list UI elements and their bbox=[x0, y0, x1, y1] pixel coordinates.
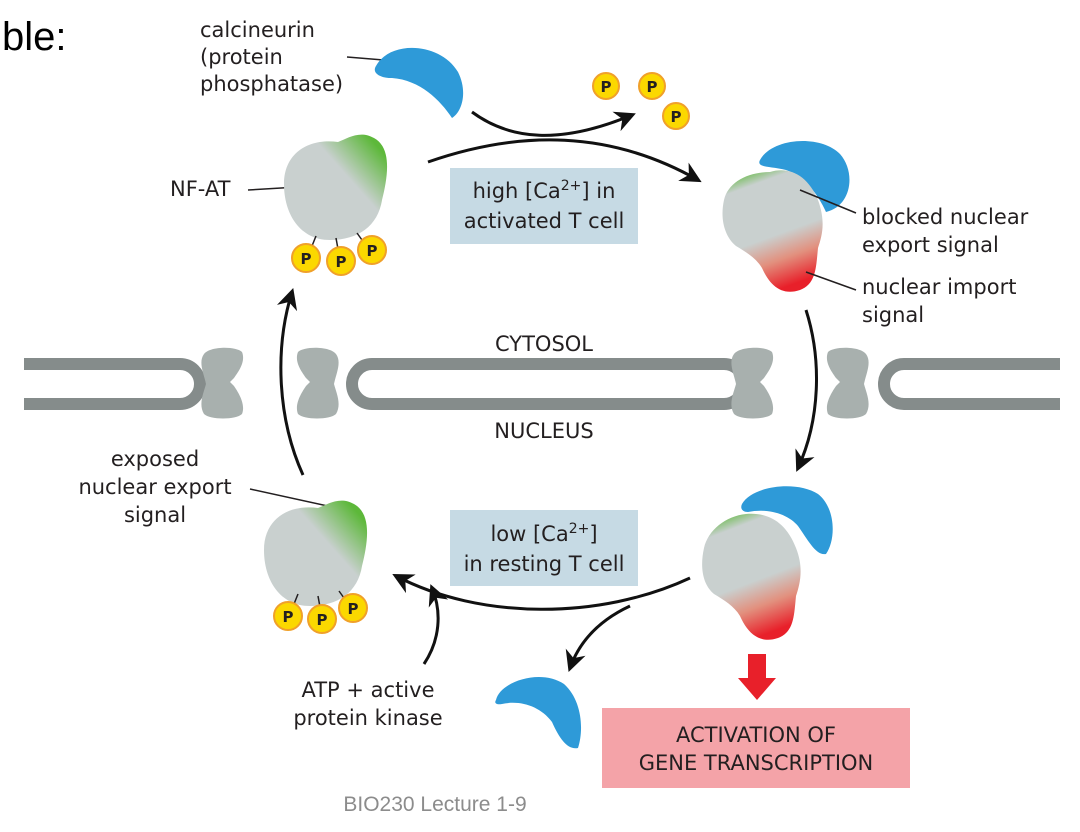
phosphate-release-arrow bbox=[471, 110, 636, 137]
svg-text:P: P bbox=[283, 608, 294, 626]
phosphate-label: P bbox=[647, 78, 658, 96]
svg-text:P: P bbox=[336, 253, 347, 271]
calcineurin-label-line3: phosphatase) bbox=[200, 72, 343, 96]
calcineurin-release-arrow bbox=[565, 604, 631, 672]
slide-footer: BIO230 Lecture 1-9 bbox=[343, 793, 526, 816]
nuclear-pore-complex bbox=[201, 347, 244, 419]
transcription-arrow-icon bbox=[738, 654, 776, 700]
nfat-phosphate-group-top: P P P bbox=[291, 232, 387, 276]
phosphate-label: P bbox=[671, 108, 682, 126]
activation-arrow-top bbox=[427, 138, 702, 183]
export-arrow-left bbox=[276, 287, 305, 476]
phosphate-icon bbox=[638, 72, 666, 100]
nfat-dephosphorylated-nucleus bbox=[702, 513, 801, 640]
nfat-phosphorylated-nucleus bbox=[264, 500, 368, 606]
low-calcium-line2: in resting T cell bbox=[464, 552, 625, 576]
calcineurin-leader-line bbox=[346, 56, 384, 61]
phosphate-icon bbox=[326, 246, 356, 276]
phosphate-icon bbox=[357, 235, 387, 265]
gene-transcription-box bbox=[602, 708, 910, 788]
import-signal-leader bbox=[805, 271, 857, 291]
low-calcium-line1: low [Ca2+] bbox=[490, 521, 597, 546]
blocked-export-label-line1: blocked nuclear bbox=[862, 205, 1029, 229]
nfat-dephosphorylated-cytosol bbox=[722, 170, 823, 292]
nucleus-label: NUCLEUS bbox=[494, 419, 593, 443]
nuclear-pores bbox=[201, 347, 869, 419]
gene-transcription-line2: GENE TRANSCRIPTION bbox=[639, 751, 874, 775]
svg-text:P: P bbox=[348, 600, 359, 618]
import-signal-label-line2: signal bbox=[862, 303, 924, 327]
phosphate-icon bbox=[291, 243, 321, 273]
membrane-center bbox=[346, 358, 750, 410]
nuclear-pore-complex bbox=[826, 347, 869, 419]
import-arrow-right bbox=[795, 309, 818, 472]
phosphate-icon bbox=[307, 604, 337, 634]
svg-text:P: P bbox=[301, 250, 312, 268]
exposed-export-label-line3: signal bbox=[124, 503, 186, 527]
nfat-phosphate-group-bottom: P P P bbox=[273, 590, 368, 634]
calcineurin-top-shape bbox=[374, 47, 464, 118]
blocked-export-leader bbox=[799, 189, 857, 214]
high-calcium-line2: activated T cell bbox=[464, 209, 625, 233]
calcineurin-label-line2: (protein bbox=[200, 45, 283, 69]
nuclear-pore-complex bbox=[731, 347, 774, 419]
import-signal-label-line1: nuclear import bbox=[862, 275, 1016, 299]
gene-transcription-line1: ACTIVATION OF bbox=[676, 723, 836, 747]
phosphate-icon bbox=[662, 102, 690, 130]
blocked-export-label-line2: export signal bbox=[862, 233, 999, 257]
phosphate-label: P bbox=[601, 78, 612, 96]
atp-kinase-label-line1: ATP + active bbox=[301, 678, 434, 702]
slide-title-fragment: ble: bbox=[2, 15, 67, 59]
phosphate-icon bbox=[338, 593, 368, 623]
svg-text:P: P bbox=[317, 611, 328, 629]
high-calcium-box bbox=[450, 168, 638, 244]
kinase-input-arrow bbox=[422, 584, 449, 665]
membrane-right bbox=[878, 358, 1060, 410]
calcineurin-bound-top bbox=[759, 141, 850, 212]
high-calcium-line1: high [Ca2+] in bbox=[473, 178, 616, 203]
exposed-export-label-line1: exposed bbox=[111, 447, 199, 471]
exposed-export-label-line2: nuclear export bbox=[78, 475, 231, 499]
nuclear-pore-complex bbox=[296, 347, 339, 419]
atp-kinase-label-line2: protein kinase bbox=[293, 706, 442, 730]
released-phosphates: P P P bbox=[592, 72, 690, 130]
calcineurin-label: calcineurin (protein phosphatase) bbox=[200, 18, 343, 96]
nfat-phosphorylated-cytosol bbox=[284, 134, 388, 240]
low-calcium-box bbox=[450, 510, 638, 586]
svg-text:P: P bbox=[367, 242, 378, 260]
nuclear-envelope bbox=[24, 358, 1060, 410]
membrane-left bbox=[24, 358, 206, 410]
phosphate-icon bbox=[592, 72, 620, 100]
nfat-label: NF-AT bbox=[170, 177, 231, 201]
calcineurin-bound-bottom bbox=[741, 486, 833, 555]
cytosol-label: CYTOSOL bbox=[495, 332, 593, 356]
calcineurin-label-line1: calcineurin bbox=[200, 18, 315, 42]
calcineurin-released bbox=[495, 676, 582, 749]
phosphate-icon bbox=[273, 601, 303, 631]
